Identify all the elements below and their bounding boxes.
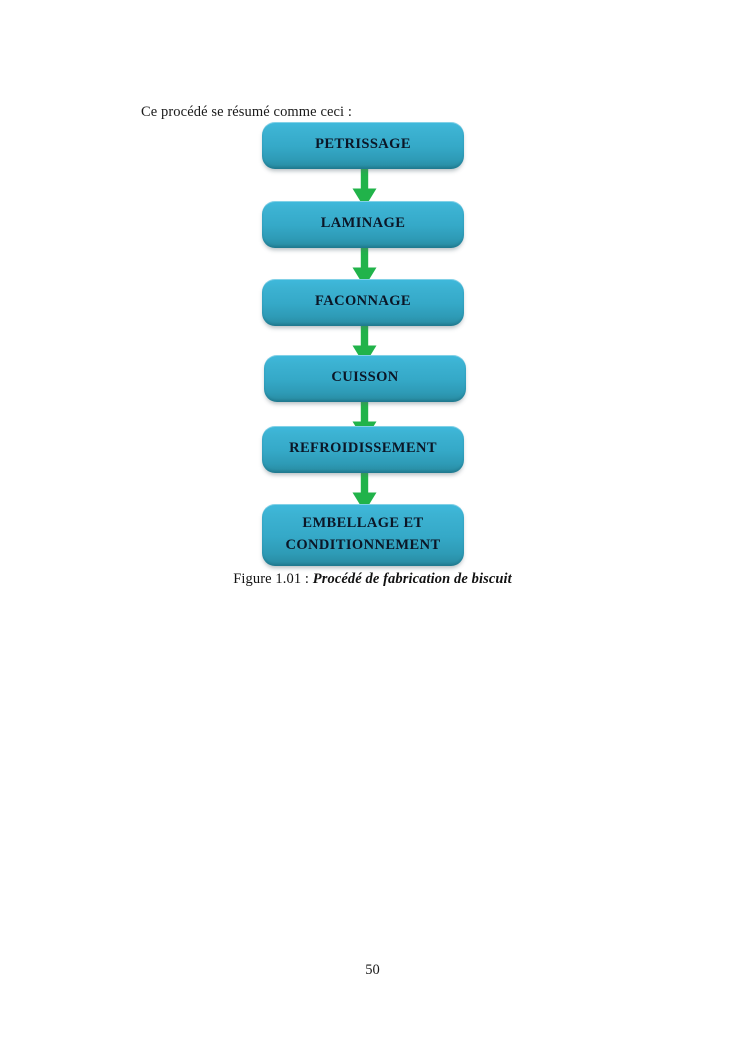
flow-node-label: PETRISSAGE bbox=[315, 136, 411, 153]
flow-node-refroidissement[interactable]: REFROIDISSEMENT bbox=[262, 426, 464, 473]
flow-node-label-line1: EMBELLAGE ET bbox=[302, 514, 424, 531]
intro-paragraph: Ce procédé se résumé comme ceci : bbox=[141, 103, 353, 120]
figure-caption-title: Procédé de fabrication de biscuit bbox=[312, 571, 512, 587]
arrow-down-icon-3 bbox=[349, 321, 380, 366]
flow-node-label: REFROIDISSEMENT bbox=[289, 440, 437, 457]
arrow-down-icon-1 bbox=[349, 164, 380, 209]
flow-node-label-line2: CONDITIONNEMENT bbox=[285, 537, 441, 553]
arrow-down-icon-5 bbox=[349, 468, 380, 513]
flow-node-laminage[interactable]: LAMINAGE bbox=[262, 201, 464, 248]
arrow-down-icon-2 bbox=[349, 243, 380, 288]
flow-node-petrissage[interactable]: PETRISSAGE bbox=[262, 122, 464, 169]
figure-caption: Figure 1.01 : Procédé de fabrication de … bbox=[0, 571, 745, 588]
figure-caption-prefix: Figure 1.01 : bbox=[233, 571, 313, 587]
flow-node-cuisson[interactable]: CUISSON bbox=[264, 355, 466, 402]
flow-node-label: CUISSON bbox=[331, 369, 399, 386]
flow-node-label: EMBELLAGE ET CONDITIONNEMENT bbox=[277, 512, 448, 557]
flow-node-faconnage[interactable]: FACONNAGE bbox=[262, 279, 464, 326]
page-number: 50 bbox=[365, 962, 380, 978]
flow-node-label: LAMINAGE bbox=[320, 215, 406, 232]
flow-node-label: FACONNAGE bbox=[315, 293, 411, 310]
flow-node-embellage-conditionnement[interactable]: EMBELLAGE ET CONDITIONNEMENT bbox=[262, 504, 464, 566]
